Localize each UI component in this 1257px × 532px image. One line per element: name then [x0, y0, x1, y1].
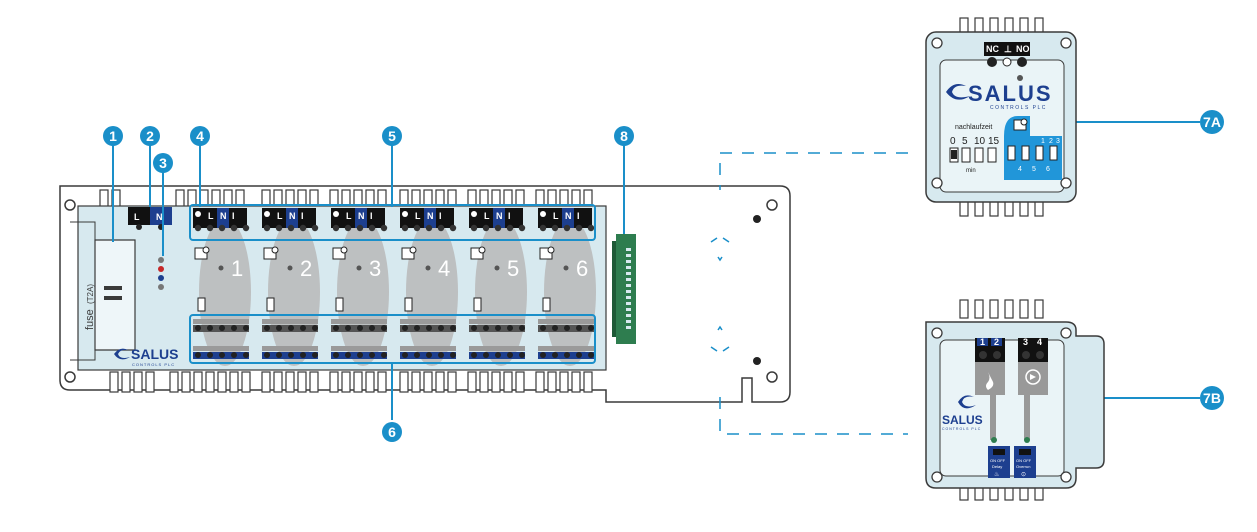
switch-left-line2: Delay [992, 464, 1002, 469]
zone-3-terminal-N: N [358, 211, 365, 221]
channel-2: 2 [1049, 138, 1053, 145]
relay-label-nc: NC [986, 44, 999, 54]
callout-3: 3 [153, 153, 173, 173]
relay-label-com: ⊥ [1004, 44, 1012, 54]
unit-min: min [966, 168, 976, 174]
zone-4-terminal-N: N [427, 211, 434, 221]
zone-4-number: 4 [438, 256, 450, 281]
callout-5: 5 [382, 126, 402, 146]
channel-1: 1 [1041, 138, 1045, 145]
zone-4-terminal-L: L [415, 211, 421, 221]
channel-6: 6 [1046, 166, 1050, 173]
callout-7b: 7B [1200, 386, 1224, 410]
callout-6: 6 [382, 422, 402, 442]
zone-3-terminal-I: I [370, 211, 373, 221]
main-logo-sub: CONTROLS PLC [132, 362, 175, 367]
module-7b-logo-text: SALUS [942, 413, 983, 427]
channel-4: 4 [1018, 166, 1022, 173]
switch-right-line1: ON OFF [1016, 458, 1032, 463]
zone-2-number: 2 [300, 256, 312, 281]
svg-text:8: 8 [620, 128, 628, 144]
time-10: 10 [974, 136, 986, 147]
terminal-3: 3 [1023, 337, 1028, 347]
dashed-connectors [719, 152, 908, 435]
zone-6-terminal-I: I [577, 211, 580, 221]
svg-text:5: 5 [388, 128, 396, 144]
nachlaufzeit-heading: nachlaufzeit [955, 124, 992, 131]
zone-1-terminal-N: N [220, 211, 227, 221]
svg-text:2: 2 [146, 128, 154, 144]
zone-1-number: 1 [231, 256, 243, 281]
callout-leaders [112, 121, 1200, 420]
zone-6-terminal-L: L [553, 211, 559, 221]
main-logo-text: SALUS [131, 346, 178, 362]
zone-6-number: 6 [576, 256, 588, 281]
relay-label-no: NO [1016, 44, 1030, 54]
time-0: 0 [950, 136, 956, 147]
arrow-marks [710, 237, 730, 352]
main-salus-logo: SALUS CONTROLS PLC [114, 346, 178, 367]
pump-icon [1025, 369, 1041, 385]
svg-text:7A: 7A [1203, 114, 1221, 130]
zone-2-terminal-I: I [301, 211, 304, 221]
zone-2-terminal-N: N [289, 211, 296, 221]
callout-8: 8 [614, 126, 634, 146]
zone-4-terminal-I: I [439, 211, 442, 221]
terminal-1: 1 [980, 337, 985, 347]
flame-icon [986, 372, 994, 390]
zone-5-terminal-I: I [508, 211, 511, 221]
callout-7a: 7A [1200, 110, 1224, 134]
switch-left-line1: ON OFF [990, 458, 1006, 463]
terminal-4: 4 [1037, 337, 1042, 347]
channel-3: 3 [1056, 138, 1060, 145]
power-terminal-N: N [156, 212, 163, 222]
svg-text:1: 1 [109, 128, 117, 144]
power-terminal-L: L [134, 212, 140, 222]
channel-5: 5 [1032, 166, 1036, 173]
zone-2-terminal-L: L [277, 211, 283, 221]
time-5: 5 [962, 136, 968, 147]
zone-6-terminal-N: N [565, 211, 572, 221]
zone-1-terminal-L: L [208, 211, 214, 221]
switch-right-line2: Overrun [1016, 464, 1030, 469]
svg-text:6: 6 [388, 424, 396, 440]
svg-text:4: 4 [196, 128, 204, 144]
module-7a-logo-sub: CONTROLS PLC [990, 105, 1047, 111]
fuse-label: fuse [84, 309, 96, 330]
svg-text:7B: 7B [1203, 390, 1221, 406]
zone-5-terminal-L: L [484, 211, 490, 221]
zone-3-number: 3 [369, 256, 381, 281]
svg-text:⊙: ⊙ [1021, 472, 1026, 478]
zone-1-terminal-I: I [232, 211, 235, 221]
zone-5-terminal-N: N [496, 211, 503, 221]
module-7a-pump-module: NC ⊥ NO SALUS CONTROLS PLC nachlaufzeit … [925, 17, 1077, 217]
terminal-2: 2 [994, 337, 999, 347]
svg-text:♨: ♨ [994, 471, 999, 478]
callout-1: 1 [103, 126, 123, 146]
module-7b-logo-sub: CONTROLS PLC [942, 427, 981, 431]
module-7b-boiler-module: 1 2 3 4 SALUS CONTROLS PLC ON OFF Delay … [925, 299, 1105, 501]
fuse-rating: (T2A) [86, 284, 95, 304]
zone-5-number: 5 [507, 256, 519, 281]
module-7a-logo-text: SALUS [968, 81, 1053, 106]
callout-4: 4 [190, 126, 210, 146]
zone-3-terminal-L: L [346, 211, 352, 221]
svg-text:3: 3 [159, 155, 167, 171]
callout-2: 2 [140, 126, 160, 146]
time-15: 15 [988, 136, 1000, 147]
